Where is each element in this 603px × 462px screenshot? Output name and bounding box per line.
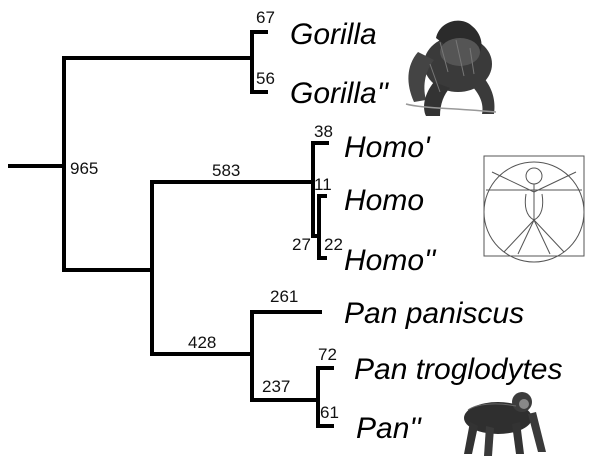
taxon-homo1: Homo' <box>344 131 431 164</box>
chimpanzee-illustration <box>464 392 546 456</box>
support-homo: 11 <box>314 175 332 194</box>
support-pan-clade: 428 <box>188 333 216 352</box>
vitruvian-man-illustration <box>484 156 584 262</box>
support-pan2: 61 <box>320 403 339 422</box>
support-homo-inner: 27 <box>292 235 311 254</box>
support-gorilla: 67 <box>256 8 275 27</box>
taxon-homo2: Homo'' <box>344 244 437 277</box>
support-values: 965 67 56 583 38 11 27 22 428 261 237 72… <box>70 8 343 422</box>
taxon-homo: Homo <box>344 184 424 217</box>
taxon-labels: Gorilla Gorilla'' Homo' Homo Homo'' Pan … <box>290 18 562 445</box>
taxon-pan-paniscus: Pan paniscus <box>344 297 524 330</box>
support-pan-troglodytes: 72 <box>318 345 337 364</box>
taxon-pan-troglodytes: Pan troglodytes <box>354 353 562 386</box>
taxon-gorilla: Gorilla <box>290 18 377 51</box>
support-homo1: 38 <box>314 122 333 141</box>
taxon-gorilla2: Gorilla'' <box>290 77 389 110</box>
taxon-pan2: Pan'' <box>356 412 422 445</box>
support-root: 965 <box>70 159 98 178</box>
support-pan-troglodytes-clade: 237 <box>262 377 290 396</box>
support-pan-paniscus: 261 <box>270 287 298 306</box>
support-gorilla2: 56 <box>256 69 275 88</box>
gorilla-illustration <box>406 21 496 116</box>
support-homo2: 22 <box>324 235 343 254</box>
support-homo-clade: 583 <box>212 161 240 180</box>
tree-branches <box>10 32 332 426</box>
